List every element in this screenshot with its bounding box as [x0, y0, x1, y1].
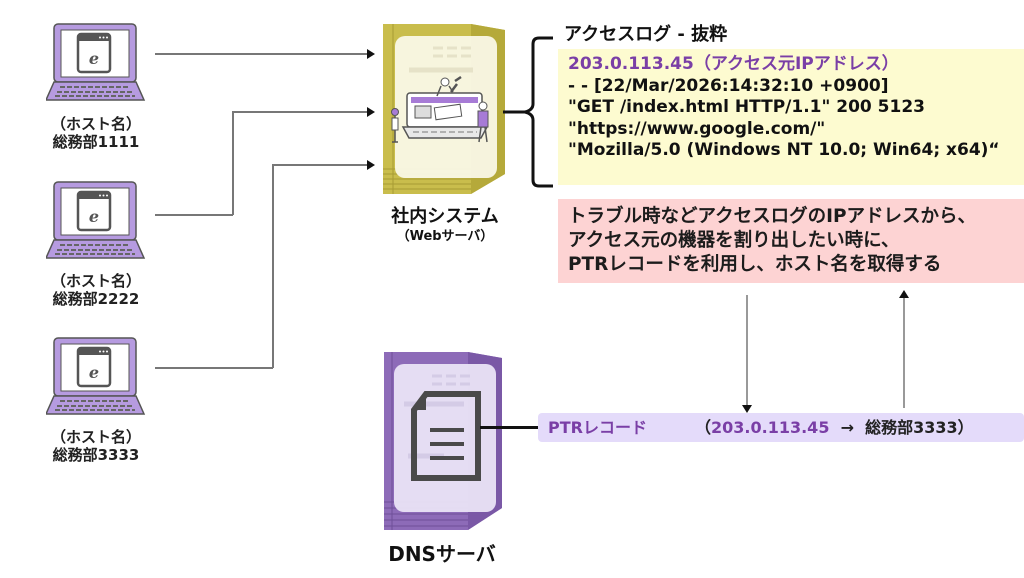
host-prefix: （ホスト名）	[50, 428, 141, 446]
connector-host3-h2	[272, 164, 368, 166]
web-server-title: 社内システム	[391, 206, 499, 227]
access-log-line: "Mozilla/5.0 (Windows NT 10.0; Win64; x6…	[568, 140, 1000, 160]
access-log-box: 203.0.113.45（アクセス元IPアドレス） - - [22/Mar/20…	[558, 49, 1024, 185]
host-name: 総務部2222	[52, 290, 140, 308]
connector-dns-ptr	[480, 426, 538, 429]
connector-host2-h1	[155, 214, 233, 216]
host-prefix: （ホスト名）	[50, 272, 141, 290]
note-box: トラブル時などアクセスログのIPアドレスから、 アクセス元の機器を割り出したい時…	[558, 199, 1024, 283]
connector-result-up	[903, 298, 905, 408]
note-line: PTRレコードを利用し、ホスト名を取得する	[568, 254, 942, 275]
access-log-line: "GET /index.html HTTP/1.1" 200 5123	[568, 97, 925, 117]
arrow-right-icon	[367, 160, 375, 170]
access-log-line: "https://www.google.com/"	[568, 118, 826, 139]
connector-host2-v	[232, 111, 234, 215]
connector-query-down	[746, 295, 748, 407]
connector-host3-h1	[155, 367, 273, 369]
laptop-browser-icon: e	[46, 181, 146, 259]
connector-host1	[155, 53, 368, 55]
arrow-up-icon	[899, 290, 909, 298]
arrow-down-icon	[742, 405, 752, 413]
ptr-record-value: （203.0.113.45 → 総務部3333）	[695, 413, 974, 442]
ptr-record-box: PTRレコード （203.0.113.45 → 総務部3333）	[538, 413, 1024, 442]
arrow-right-icon	[367, 49, 375, 59]
arrow-right-icon	[367, 107, 375, 117]
curly-brace	[503, 36, 553, 188]
access-log-title: アクセスログ - 抜粋	[564, 24, 728, 45]
ptr-open-paren: （	[695, 418, 712, 437]
ptr-arrow: →	[840, 418, 854, 437]
web-server-subtitle: （Webサーバ）	[396, 229, 494, 244]
svg-text:e: e	[89, 49, 99, 68]
web-server-label: 社内システム （Webサーバ）	[375, 206, 515, 245]
host-name: 総務部1111	[52, 133, 140, 151]
access-log-ip-line: 203.0.113.45（アクセス元IPアドレス）	[568, 54, 899, 74]
svg-text:e: e	[89, 363, 99, 382]
access-log-line: - - [22/Mar/2026:14:32:10 +0900]	[568, 75, 889, 96]
laptop-browser-icon: e	[46, 337, 146, 415]
host-label-1: （ホスト名） 総務部1111	[41, 115, 151, 151]
note-line: トラブル時などアクセスログのIPアドレスから、	[568, 206, 977, 227]
laptop-browser-icon: e	[46, 23, 146, 101]
host-prefix: （ホスト名）	[50, 115, 141, 133]
connector-host3-v	[272, 164, 274, 368]
note-line: アクセス元の機器を割り出したい時に、	[568, 230, 900, 251]
svg-text:e: e	[89, 207, 99, 226]
ptr-ip: 203.0.113.45	[711, 418, 830, 437]
web-server-maintenance-icon	[383, 24, 505, 194]
dns-server-document-icon	[384, 352, 502, 530]
connector-host2-h2	[232, 111, 368, 113]
dns-server-label: DNSサーバ	[388, 542, 496, 566]
ptr-record-label: PTRレコード	[548, 418, 647, 437]
ptr-host: 総務部3333）	[865, 418, 974, 437]
host-name: 総務部3333	[52, 446, 140, 464]
host-label-2: （ホスト名） 総務部2222	[41, 272, 151, 308]
host-label-3: （ホスト名） 総務部3333	[41, 428, 151, 464]
